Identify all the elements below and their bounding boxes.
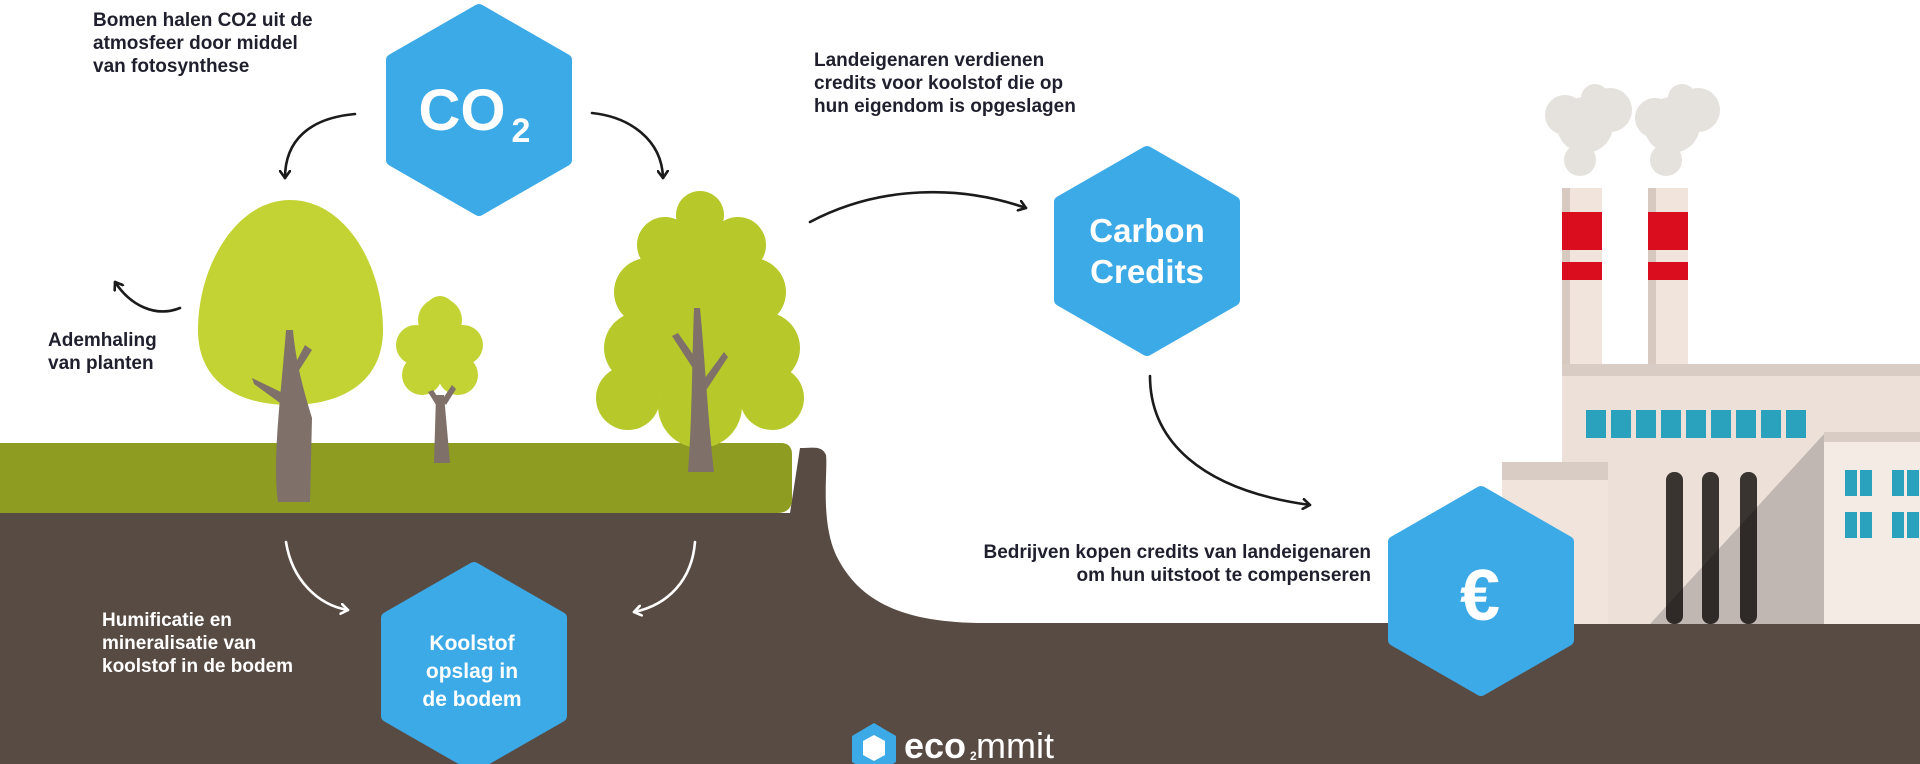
arrow-left-tree-to-soil bbox=[284, 540, 350, 610]
label-bedrijven: Bedrijven kopen credits van landeigenare… bbox=[983, 542, 1371, 586]
windows-row bbox=[1586, 410, 1806, 438]
arrow-tree-to-credits bbox=[808, 190, 1028, 224]
windows-side bbox=[1845, 470, 1919, 538]
euro-hexagon: € bbox=[1388, 486, 1574, 696]
label-landeigenaren: Landeigenaren verdienen credits voor koo… bbox=[814, 50, 1076, 117]
koolstof-hexagon: Koolstof opslag in de bodem bbox=[381, 562, 567, 764]
smoke-right bbox=[1635, 84, 1720, 176]
carbon-credits-hexagon: Carbon Credits bbox=[1054, 146, 1240, 356]
label-ademhaling: Ademhaling van planten bbox=[48, 330, 157, 374]
koolstof-line-1: Koolstof bbox=[429, 632, 515, 655]
co2-subscript: 2 bbox=[512, 112, 531, 150]
logo-sub: 2 bbox=[970, 749, 977, 763]
koolstof-line-2: opslag in bbox=[426, 660, 518, 683]
arrow-respiration bbox=[115, 280, 182, 313]
logo-eco: eco bbox=[904, 725, 966, 764]
smoke-left bbox=[1545, 84, 1632, 176]
carbon-credits-line-2: Credits bbox=[1090, 253, 1204, 290]
tree-small bbox=[396, 296, 483, 463]
arrow-right-tree-to-soil bbox=[632, 540, 697, 612]
ecommit-logo: eco 2 mmit bbox=[852, 723, 1054, 764]
label-bomen: Bomen halen CO2 uit de atmosfeer door mi… bbox=[93, 10, 313, 77]
soil-arrows bbox=[284, 540, 697, 612]
pillars bbox=[1666, 472, 1757, 624]
tree-left bbox=[198, 200, 383, 502]
tree-right bbox=[596, 191, 804, 472]
euro-symbol: € bbox=[1460, 556, 1500, 636]
carbon-credits-line-1: Carbon bbox=[1089, 212, 1205, 249]
factory bbox=[1502, 84, 1920, 624]
arrows bbox=[115, 111, 1312, 505]
arrow-credits-to-euro bbox=[1148, 374, 1312, 505]
label-humificatie: Humificatie en mineralisatie van koolsto… bbox=[102, 610, 294, 677]
co2-hexagon: CO 2 bbox=[386, 4, 572, 216]
arrow-co2-to-right-tree bbox=[590, 111, 663, 180]
logo-mmit: mmit bbox=[976, 725, 1054, 764]
arrow-co2-to-left-tree bbox=[285, 112, 357, 180]
co2-text: CO bbox=[419, 78, 506, 143]
koolstof-line-3: de bodem bbox=[422, 688, 521, 711]
